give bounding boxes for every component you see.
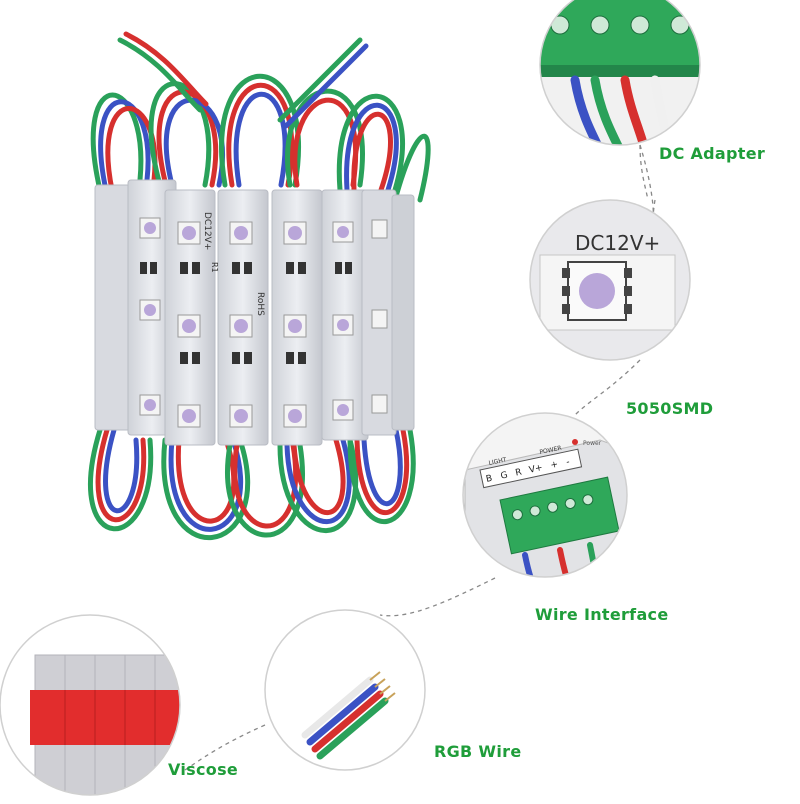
- top-wire-loops: [90, 31, 431, 203]
- led-module-bundle: DC12V+ RoHS R1: [88, 31, 431, 540]
- viscose-label: Viscose: [168, 760, 239, 779]
- connector-interface-to-wire: [379, 577, 496, 617]
- module-r1-mark: R1: [210, 262, 219, 273]
- connector-smd-to-interface: [574, 359, 641, 416]
- smd-voltage-text: DC12V+: [575, 231, 660, 255]
- terminal-minus: -: [565, 457, 570, 467]
- connector-wire-to-viscose: [184, 724, 266, 771]
- module-rohs-mark: RoHS: [255, 292, 265, 316]
- dc-adapter-detail: [539, 0, 701, 146]
- dc-adapter-label: DC Adapter: [659, 144, 766, 163]
- connector-adapter-to-smd: [639, 144, 649, 201]
- smd-leds: DC12V+ RoHS R1: [139, 212, 388, 428]
- terminal-g: G: [500, 470, 509, 481]
- terminal-plus: +: [550, 460, 559, 471]
- module-voltage-mark: DC12V+: [202, 212, 212, 250]
- power-small-label: Power: [583, 440, 602, 447]
- wire-interface-label: Wire Interface: [535, 605, 669, 624]
- power-label: POWER: [539, 445, 562, 456]
- bottom-wire-loops: [88, 427, 416, 540]
- wire-interface-detail: LIGHT POWER B G R V+ + -: [462, 412, 628, 578]
- viscose-detail: [0, 614, 181, 796]
- light-label: LIGHT: [488, 456, 507, 467]
- terminal-b: B: [485, 474, 493, 485]
- smd-label: 5050SMD: [626, 399, 714, 418]
- terminal-vplus: V+: [528, 463, 543, 476]
- smd-detail: DC12V+: [529, 199, 691, 361]
- terminal-r: R: [515, 467, 523, 478]
- rgb-wire-detail: [264, 609, 426, 771]
- rgb-wire-label: RGB Wire: [434, 742, 522, 761]
